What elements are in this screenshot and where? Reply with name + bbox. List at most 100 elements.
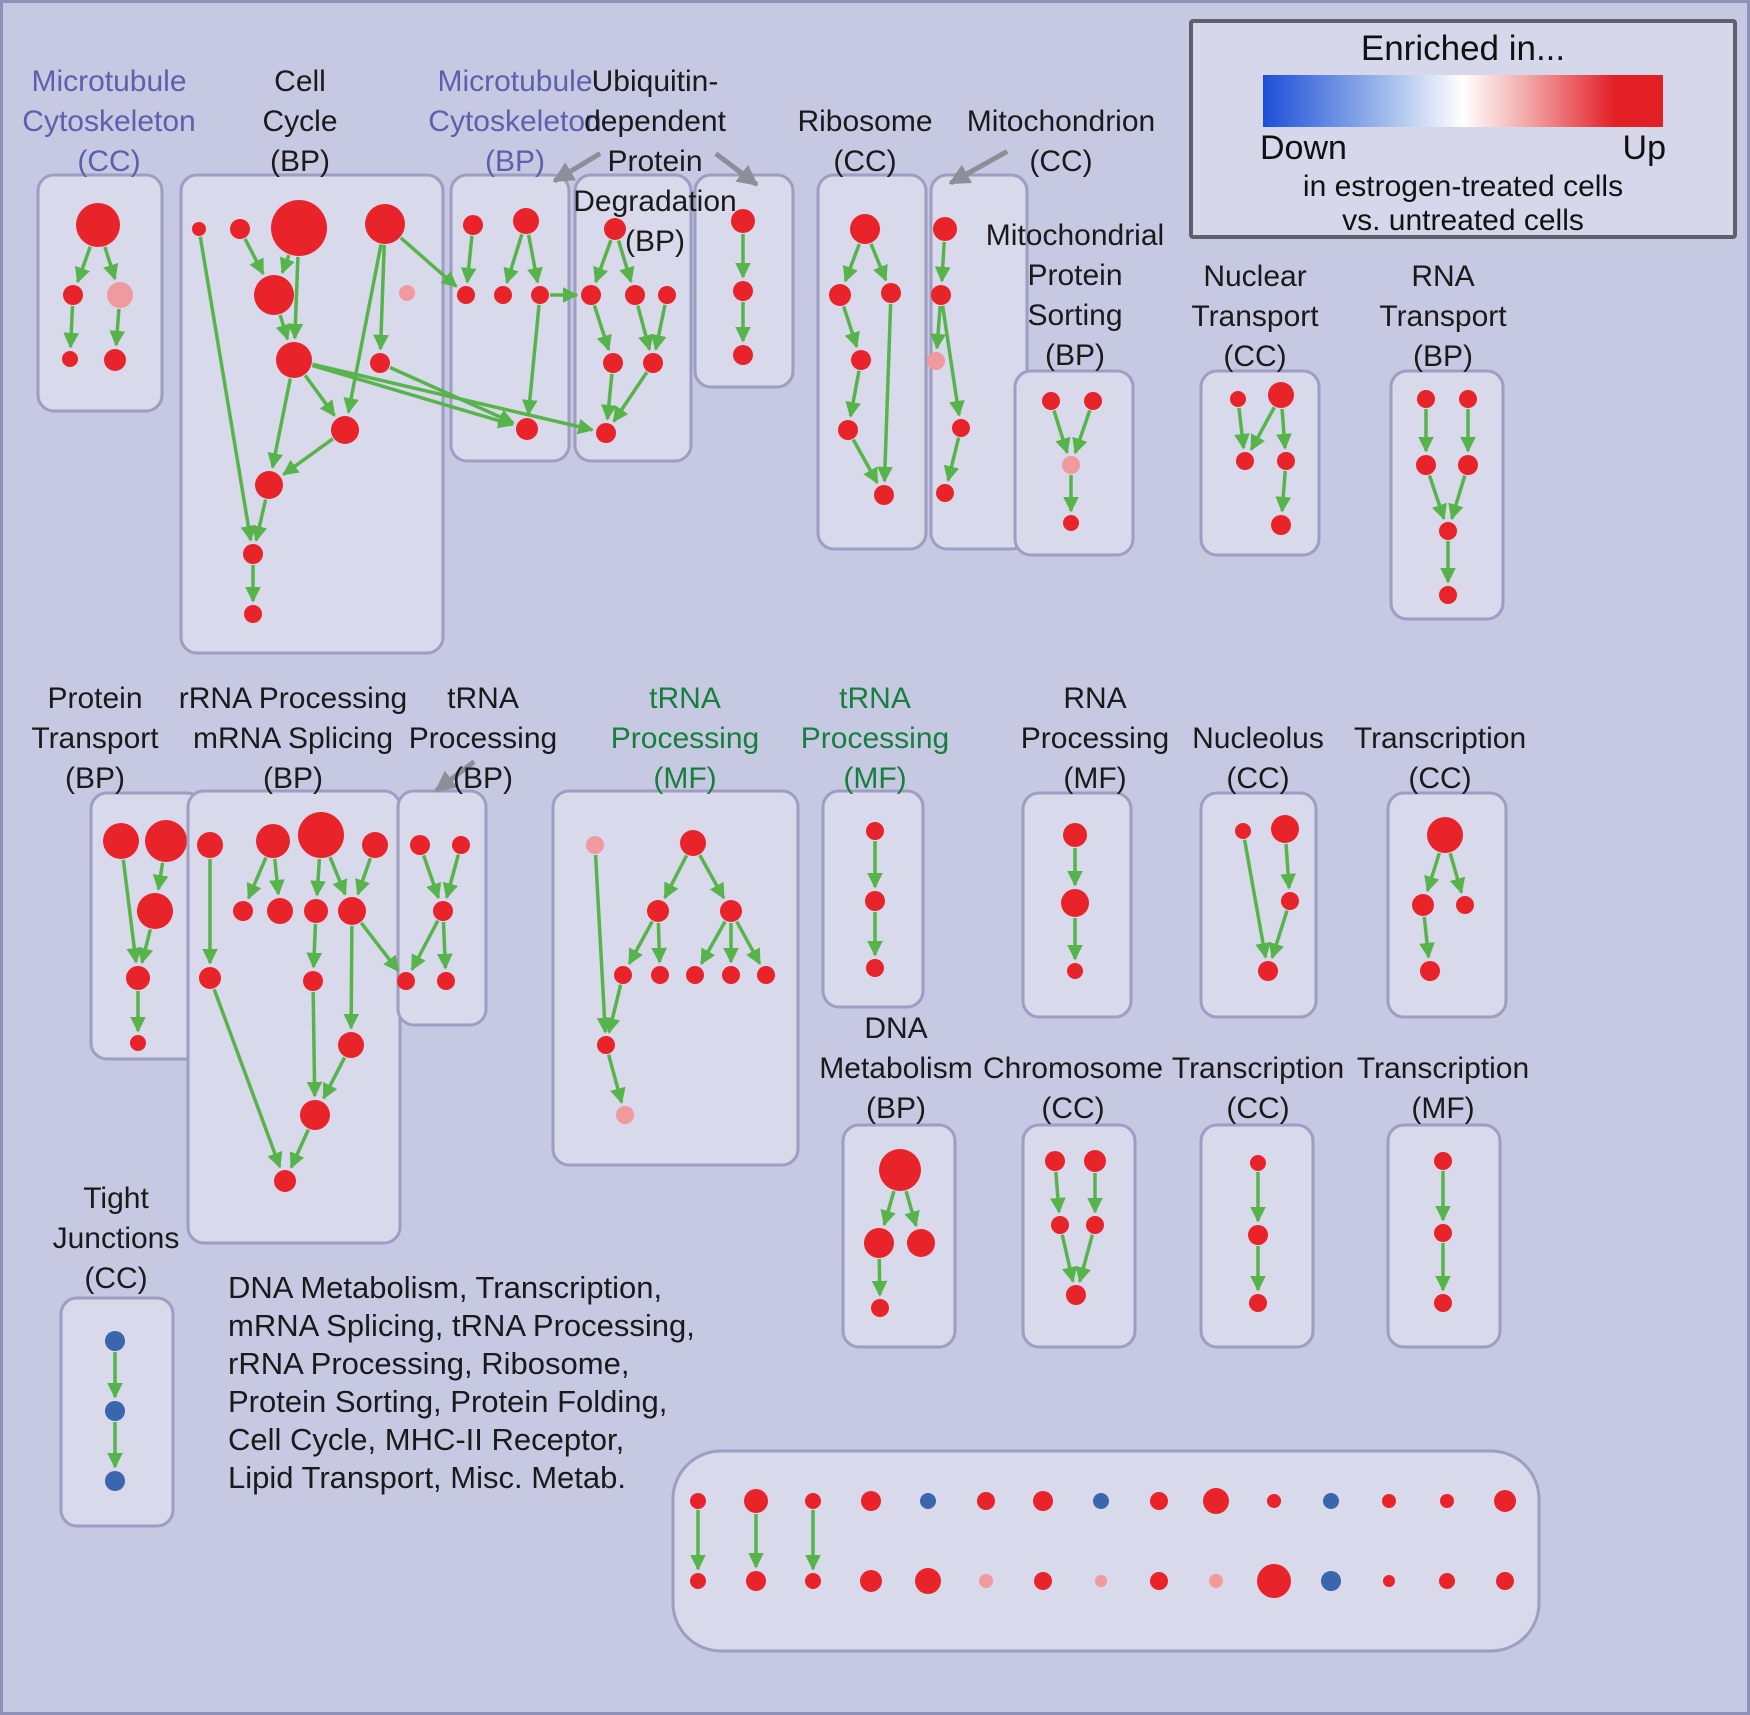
go-term-node xyxy=(1258,961,1278,981)
go-term-node xyxy=(1230,391,1246,407)
cluster-nuclear-transport-cc xyxy=(1199,369,1321,557)
edge-arrow xyxy=(593,854,613,1034)
cluster-nucleolus-cc xyxy=(1199,791,1318,1019)
legend: Enriched in... Down Up in estrogen-treat… xyxy=(1189,19,1737,239)
label-pointer-arrow xyxy=(552,151,602,184)
edge-arrow xyxy=(1249,406,1276,451)
cluster-ribosome-cc xyxy=(816,173,928,551)
go-term-node xyxy=(647,900,669,922)
edge-arrow xyxy=(521,304,541,416)
go-term-node xyxy=(298,812,344,858)
edge-arrow xyxy=(460,235,477,284)
go-term-node xyxy=(850,214,880,244)
go-term-node xyxy=(1033,1491,1053,1511)
go-term-node xyxy=(625,285,645,305)
go-term-node xyxy=(643,353,663,373)
edge-arrow xyxy=(322,1056,347,1100)
go-term-node xyxy=(864,1228,894,1258)
go-term-node xyxy=(614,966,632,984)
cluster-ubiquitin-degradation-bp-a xyxy=(573,173,693,463)
go-term-node xyxy=(1459,390,1477,408)
go-term-node xyxy=(581,285,601,305)
go-term-node xyxy=(370,353,390,373)
go-term-node xyxy=(1267,1494,1281,1508)
go-term-node xyxy=(746,1571,766,1591)
edge-arrow xyxy=(310,858,326,897)
go-term-node xyxy=(1051,1216,1069,1234)
go-term-node xyxy=(1066,1285,1086,1305)
go-term-node xyxy=(1416,455,1436,475)
edge-arrow xyxy=(212,988,283,1169)
go-term-node xyxy=(1257,1564,1291,1598)
go-term-node xyxy=(1063,823,1087,847)
go-term-node xyxy=(256,824,290,858)
edge-arrow xyxy=(871,1258,888,1297)
go-term-node xyxy=(865,891,885,911)
edge-arrow xyxy=(616,239,635,284)
go-term-node xyxy=(1458,455,1478,475)
go-term-node xyxy=(1412,894,1434,916)
go-term-node xyxy=(1321,1571,1341,1591)
go-term-node xyxy=(1042,392,1060,410)
edge-arrow xyxy=(698,854,726,900)
go-term-node xyxy=(1383,1575,1395,1587)
go-term-node xyxy=(979,1574,993,1588)
go-term-node xyxy=(616,1106,634,1124)
edge-arrow xyxy=(877,303,893,483)
go-term-node xyxy=(274,1170,296,1192)
go-term-node xyxy=(866,959,884,977)
go-term-node xyxy=(915,1568,941,1594)
go-term-node xyxy=(1382,1494,1396,1508)
go-term-node xyxy=(586,836,604,854)
go-term-node xyxy=(267,898,293,924)
edge-arrow xyxy=(612,371,649,423)
edge-arrow xyxy=(1424,852,1441,893)
go-term-node xyxy=(130,1035,146,1051)
go-term-node xyxy=(805,1493,821,1509)
go-term-node xyxy=(1061,889,1089,917)
go-term-node xyxy=(733,345,753,365)
edge-arrow xyxy=(842,243,861,283)
edge-arrow xyxy=(1242,839,1271,959)
go-term-node xyxy=(1236,452,1254,470)
go-term-node xyxy=(331,416,359,444)
go-term-node xyxy=(1095,1575,1107,1587)
edge-arrow xyxy=(606,1054,626,1104)
cluster-transcription-cc-bottom xyxy=(1199,1123,1315,1349)
go-term-node xyxy=(338,897,366,925)
cross-cluster-edge-arrow xyxy=(359,921,400,972)
go-term-node xyxy=(931,285,951,305)
edge-arrow xyxy=(275,314,291,341)
go-term-node xyxy=(304,899,328,923)
edge-arrow xyxy=(1268,910,1289,960)
cluster-trna-processing-mf-2 xyxy=(821,789,925,1009)
edge-arrow xyxy=(1448,475,1467,521)
go-term-node xyxy=(907,1229,935,1257)
go-term-node xyxy=(254,275,294,315)
edge-arrow xyxy=(593,239,613,284)
go-term-node xyxy=(1209,1574,1223,1588)
edge-arrow xyxy=(243,237,265,276)
edge-arrow xyxy=(355,857,373,896)
edge-arrow xyxy=(1050,1171,1066,1214)
edge-arrow xyxy=(152,862,169,891)
cluster-rrna-processing-mrna-splicing-bp xyxy=(186,789,402,1245)
cluster-trna-processing-mf-1 xyxy=(551,789,800,1167)
go-term-node xyxy=(757,966,775,984)
cluster-rna-processing-mf xyxy=(1021,791,1133,1019)
edge-arrow xyxy=(627,920,654,965)
edge-arrow xyxy=(137,928,154,965)
go-term-node xyxy=(927,352,945,370)
cross-cluster-edge-arrow xyxy=(389,365,515,425)
label-pointer-arrow xyxy=(434,759,476,793)
edge-arrow xyxy=(436,921,453,970)
legend-ends-row: Down Up xyxy=(1260,129,1666,168)
